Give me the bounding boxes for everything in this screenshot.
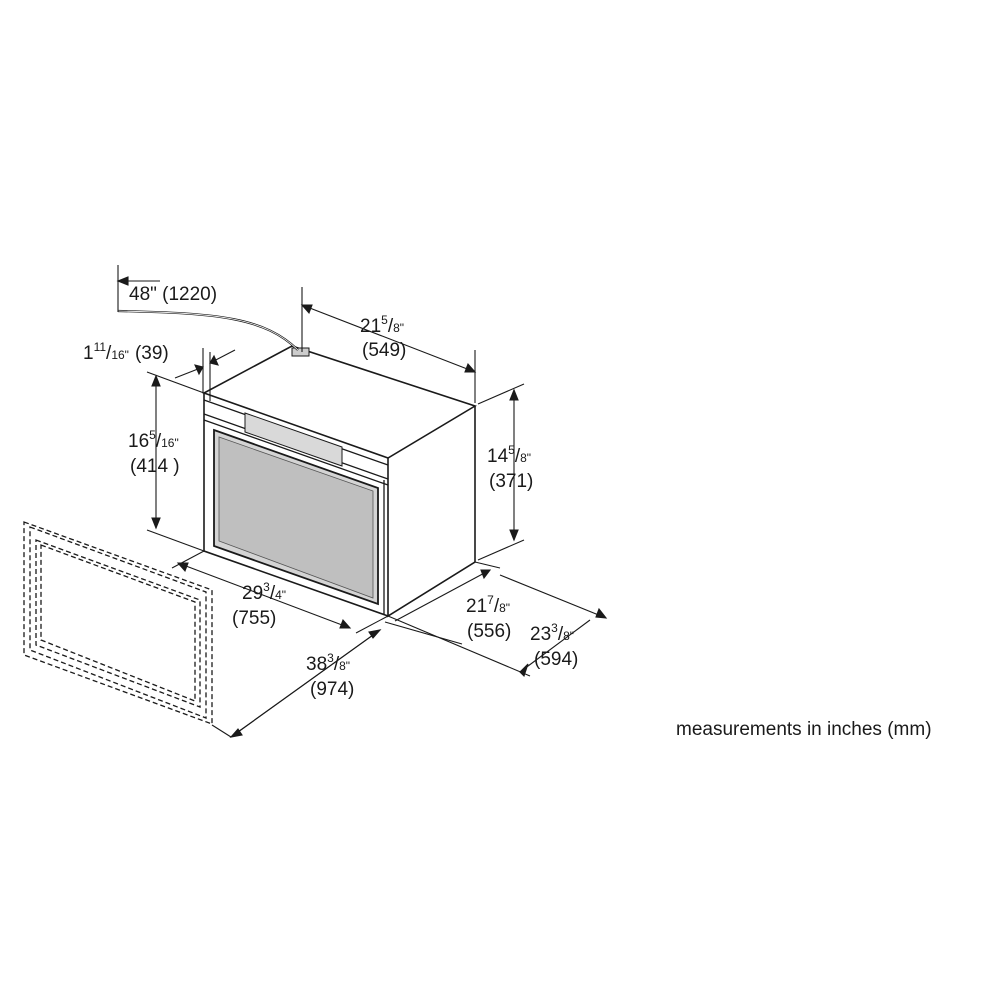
units-note: measurements in inches (mm)	[676, 719, 932, 740]
oven-body	[202, 345, 477, 618]
right-height-mm: (371)	[489, 471, 533, 492]
width-mm: (755)	[232, 608, 276, 629]
inner-depth-mm: (556)	[467, 621, 511, 642]
top-depth-inches: 215/8"	[360, 313, 404, 337]
inner-depth-inches: 217/8"	[466, 593, 510, 617]
width-inches: 293/4"	[242, 580, 286, 604]
left-height-inches: 165/16"	[128, 428, 179, 452]
right-height-inches: 145/8"	[487, 443, 531, 467]
outer-depth-mm: (594)	[534, 649, 578, 670]
cutout-width-inches: 383/8"	[306, 651, 350, 675]
outer-depth-inches: 233/8"	[530, 621, 574, 645]
dimension-lines	[116, 265, 608, 738]
panel-offset-label: 111/16"(39)	[83, 340, 169, 364]
left-height-mm: (414 )	[130, 456, 180, 477]
cutout-width-mm: (974)	[310, 679, 354, 700]
cord-length-label: 48" (1220)	[129, 284, 217, 305]
cutout-frame	[23, 521, 213, 725]
top-depth-mm: (549)	[362, 340, 406, 361]
power-cord	[117, 309, 299, 351]
